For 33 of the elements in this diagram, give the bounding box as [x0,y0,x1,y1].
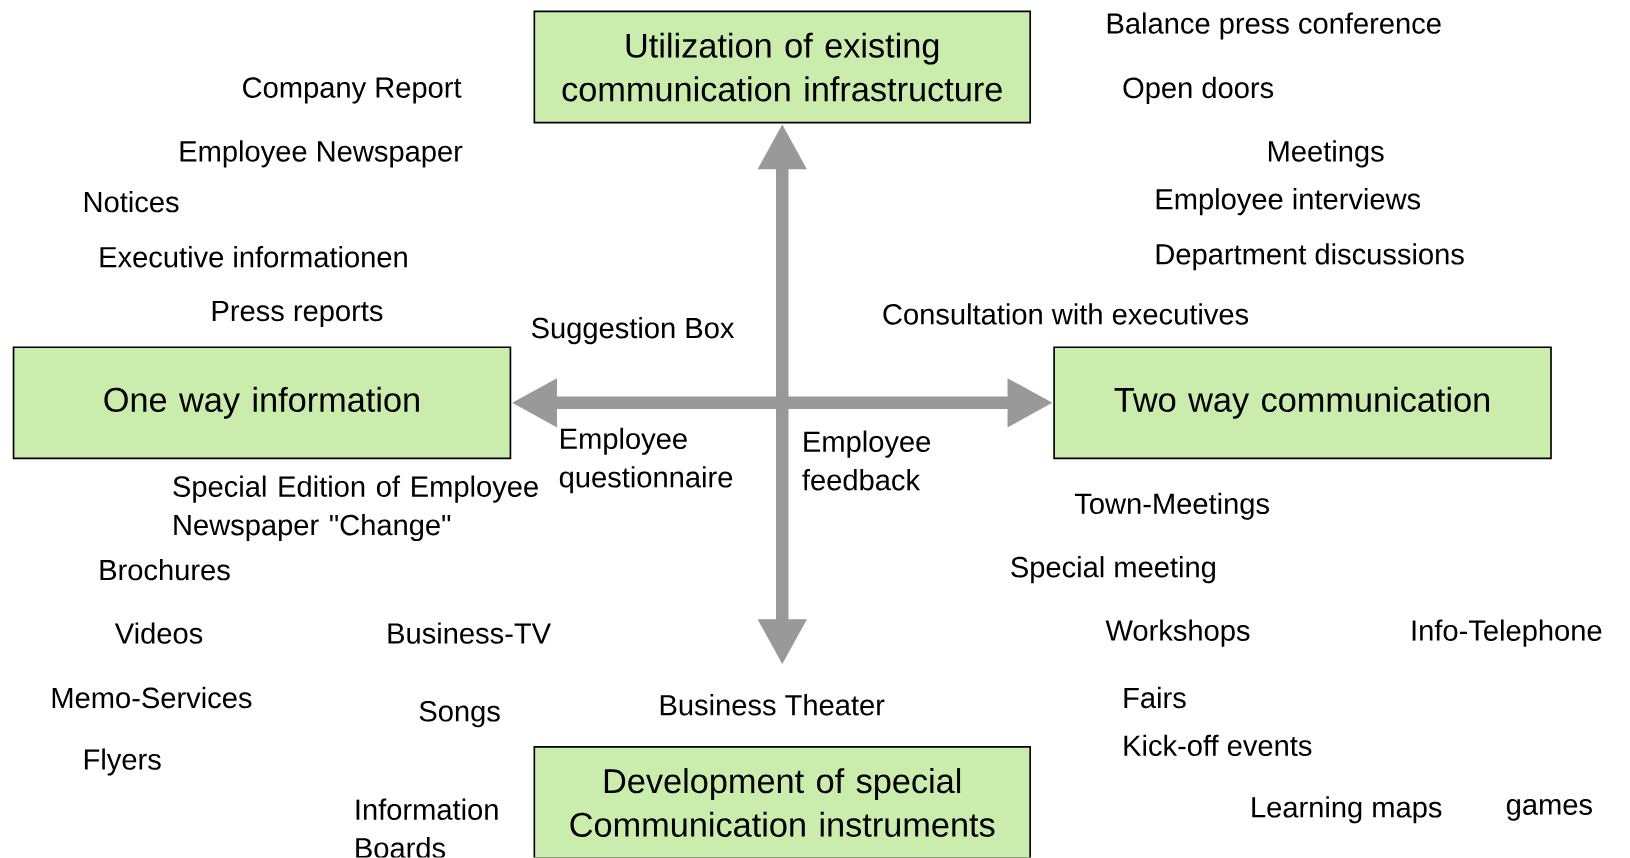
category-box: Development of special Communication instruments [533,746,1032,858]
label: Consultation with executives [883,303,1249,325]
label: Videos [114,622,203,644]
label: Special meeting [1011,556,1215,584]
label: Suggestion Box [531,317,735,345]
label: Employee interviews [1156,188,1421,216]
label: Info-Telephone [1412,619,1602,647]
label: Information Boards [356,798,498,858]
label: Business Theater [660,694,885,716]
label: Fairs [1124,687,1186,709]
label: Meetings [1268,140,1384,168]
label: Flyers [84,748,161,776]
label: Brochures [100,559,230,581]
label: Memo-Services [52,687,252,709]
label: Business-TV [388,622,551,644]
label: Learning maps [1252,796,1442,824]
label: Kick-off events [1124,734,1312,757]
category-box: Two way communication [1053,346,1552,460]
label: games [1506,799,1592,821]
label: Open doors [1123,77,1274,105]
label: Company Report [243,77,462,104]
label: Employee questionnaire [559,427,733,494]
label: Executive informationen [100,246,407,268]
label: Employee Newspaper [180,140,463,168]
category-box: Utilization of existing communication infrastructure [533,10,1032,124]
label: Balance press conference [1107,12,1441,40]
label: Employee feedback [802,430,931,491]
label: Department discussions [1156,243,1464,271]
label: Workshops [1105,619,1250,647]
label: Town-Meetings [1074,492,1269,520]
category-box: One way information [12,346,512,460]
label: Songs [419,701,500,728]
label: Notices [84,191,179,213]
